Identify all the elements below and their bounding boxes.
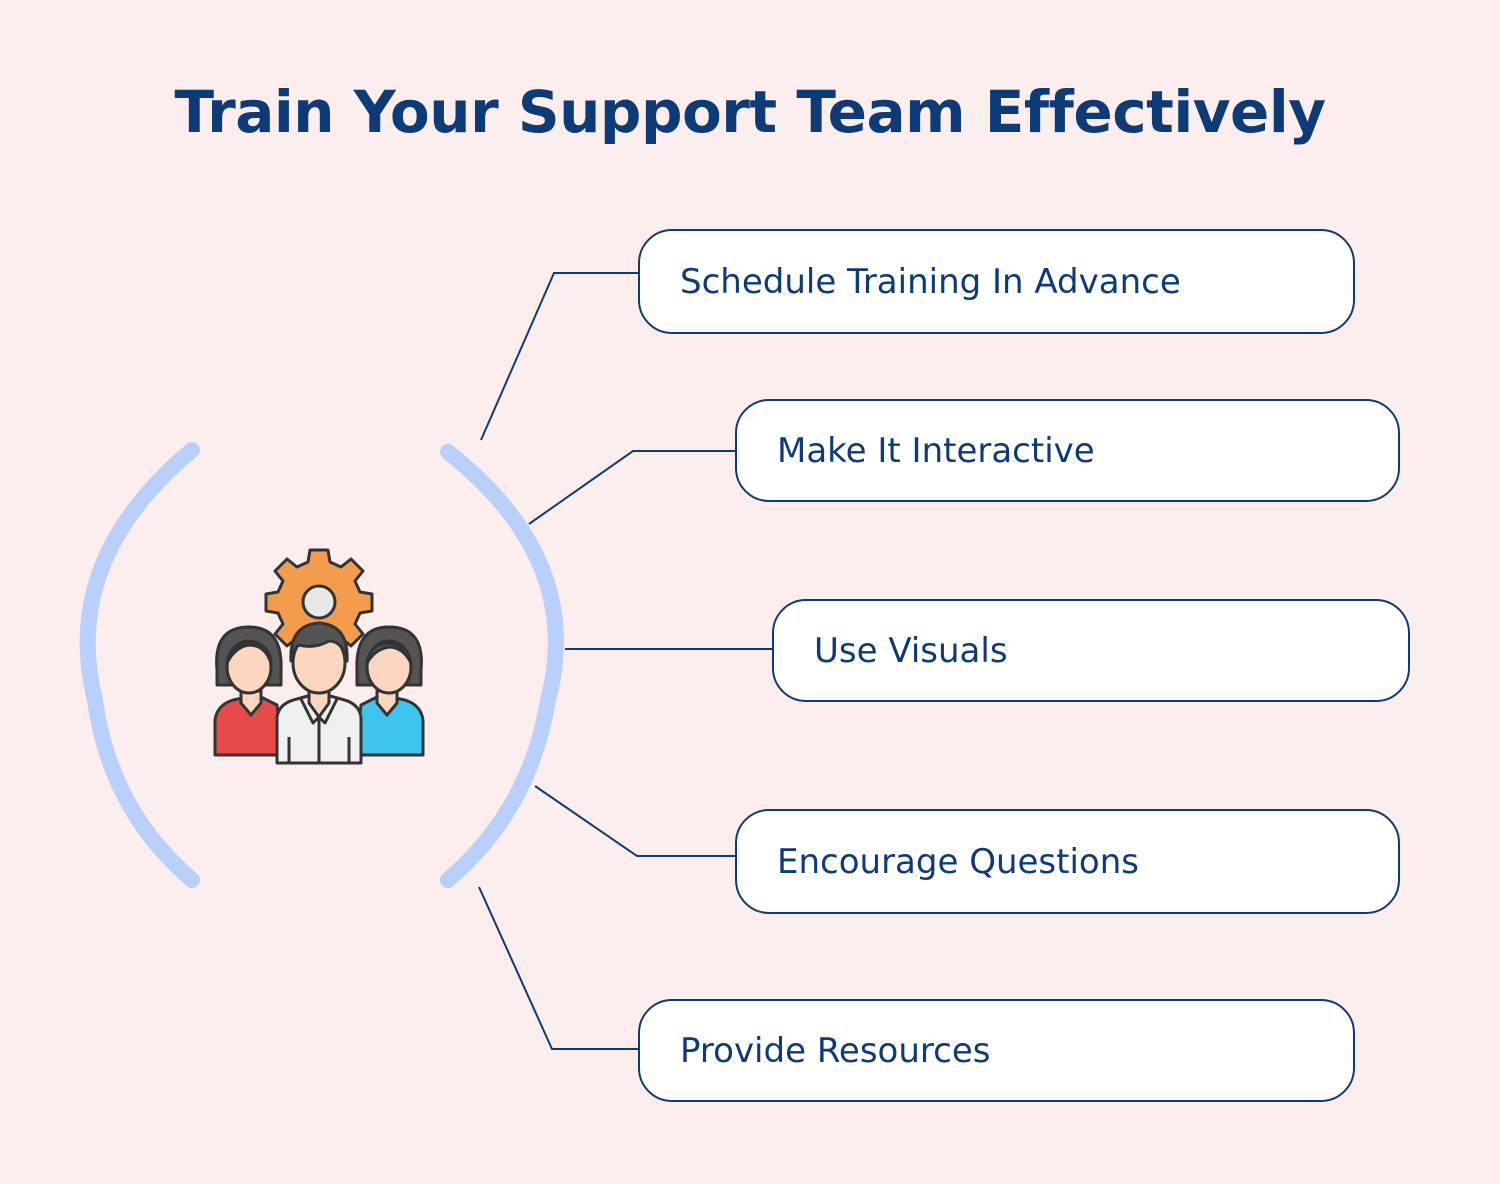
gear-icon (264, 548, 374, 657)
page-title: Train Your Support Team Effectively (174, 78, 1326, 146)
team-gear-icon (213, 548, 425, 765)
connector-2 (528, 450, 735, 525)
item-make-interactive: Make It Interactive (735, 399, 1400, 502)
person-center (275, 621, 363, 765)
connector-4 (534, 785, 735, 857)
item-schedule-training: Schedule Training In Advance (638, 229, 1355, 334)
item-use-visuals: Use Visuals (772, 599, 1410, 702)
person-right (353, 625, 425, 757)
person-left (213, 625, 285, 757)
item-encourage-questions: Encourage Questions (735, 809, 1400, 914)
connector-1 (480, 272, 638, 441)
left-bracket (79, 442, 200, 888)
right-bracket (440, 444, 564, 888)
connector-5 (478, 886, 638, 1050)
item-provide-resources: Provide Resources (638, 999, 1355, 1102)
